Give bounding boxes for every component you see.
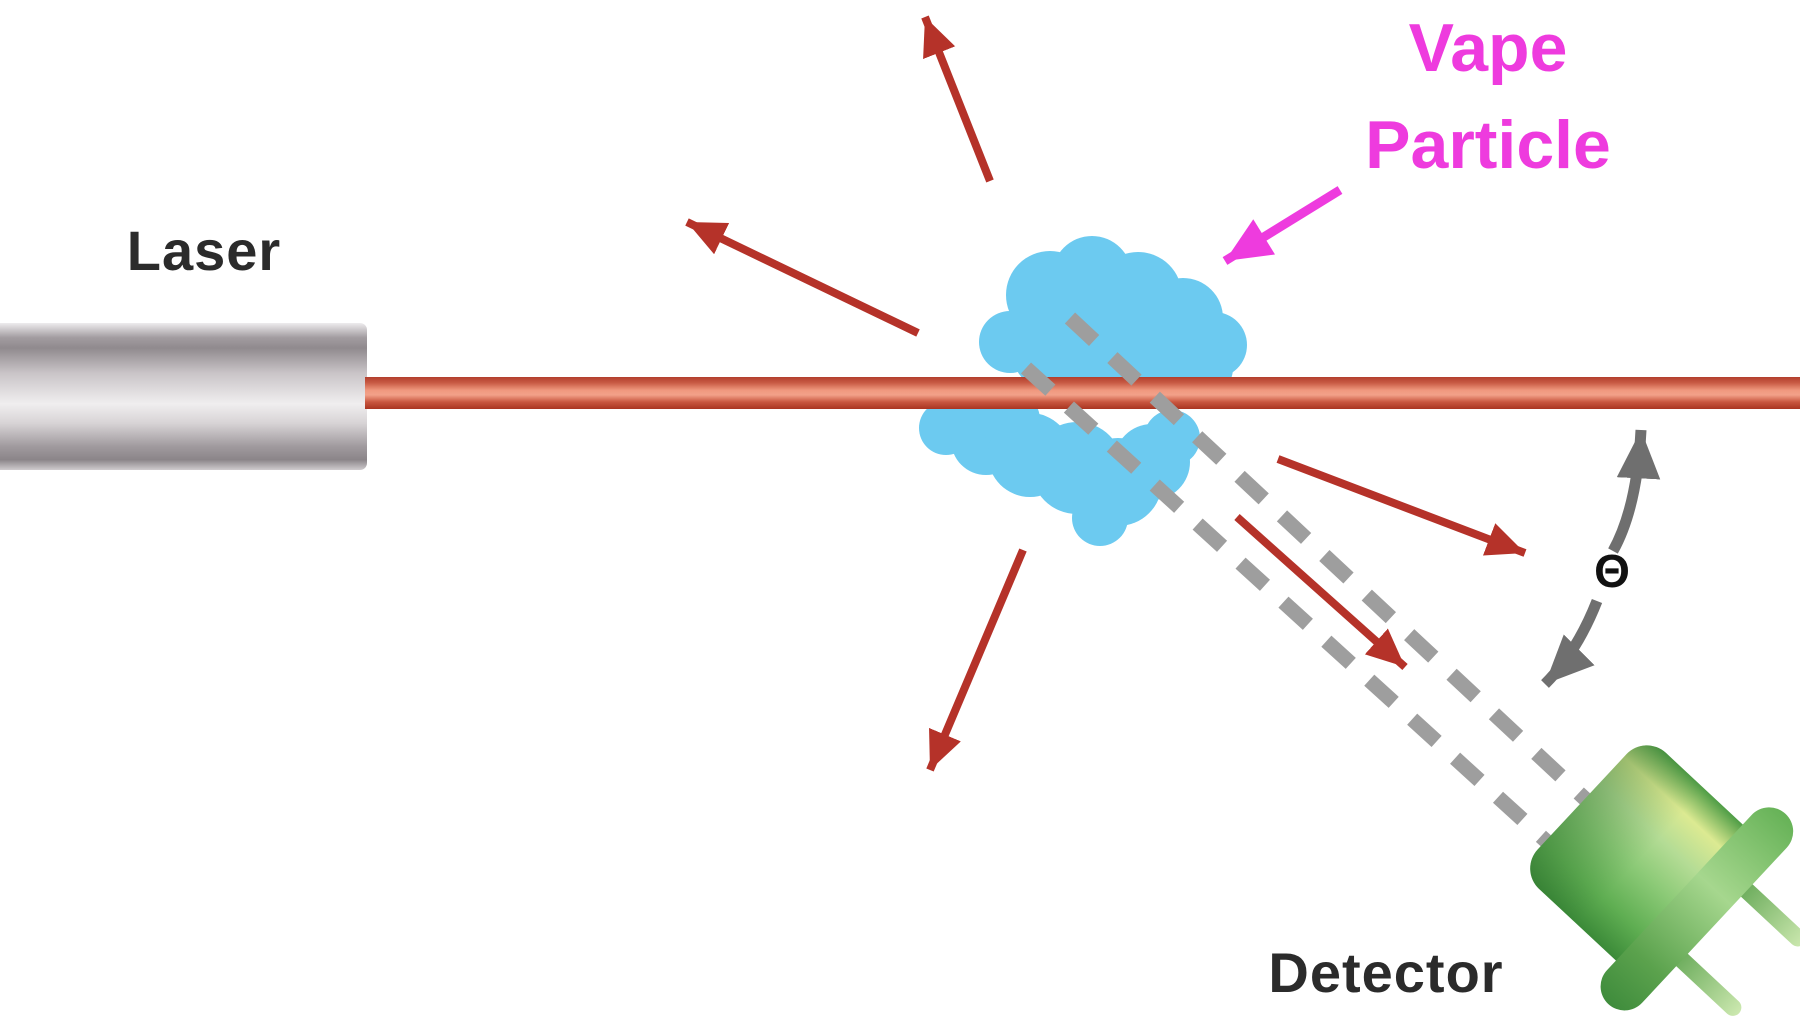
vape-particle-label: Vape Particle (1318, 0, 1658, 194)
laser-beam (365, 377, 1800, 409)
detector-flange (1600, 807, 1794, 1011)
detector-device-icon (1530, 745, 1800, 1016)
scatter-arrow-right (1276, 455, 1527, 557)
scatter-arrow-upper-left (685, 218, 920, 337)
dashed-line-lower (1020, 362, 1562, 856)
theta-arc-upper (1608, 429, 1661, 554)
vape-particle-label-line1: Vape (1408, 10, 1568, 86)
scatter-arrow-to-detector (1234, 514, 1408, 670)
scattered-light-arrows (685, 15, 1527, 772)
dashed-line-upper (1064, 312, 1603, 816)
scattered-path-dashed-lines (1020, 312, 1603, 856)
vape-particle-label-line2: Particle (1365, 107, 1611, 183)
theta-symbol: Θ (1594, 545, 1630, 597)
laser-device-icon (0, 323, 367, 470)
theta-angle-arc-icon (1541, 429, 1661, 688)
laser-label: Laser (126, 219, 282, 282)
detector-label: Detector (1268, 941, 1504, 1004)
scatter-arrow-up (921, 15, 994, 183)
vape-particle-pointer-arrow (1222, 186, 1343, 265)
theta-arc-lower (1541, 598, 1603, 688)
scatter-arrow-down-left (926, 548, 1027, 772)
